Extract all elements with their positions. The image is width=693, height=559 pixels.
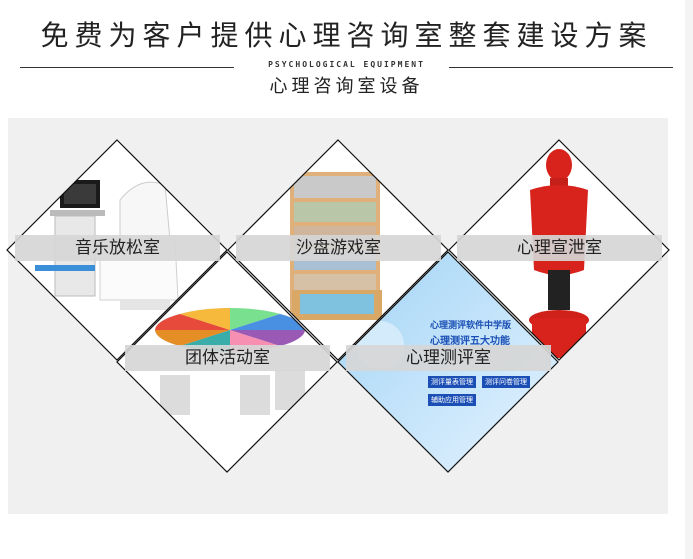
room-label-assessment[interactable]: 心理测评室 <box>346 345 551 371</box>
software-button-questionnaire: 测评问卷管理 <box>482 376 530 388</box>
room-label-sandplay[interactable]: 沙盘游戏室 <box>236 235 441 261</box>
room-label-group[interactable]: 团体活动室 <box>125 345 330 371</box>
software-button-scale: 测评量表管理 <box>428 376 476 388</box>
subtitle-chinese: 心理咨询室设备 <box>269 76 424 97</box>
software-title: 心理测评软件中学版 <box>430 321 512 331</box>
software-button-assist: 辅助应用管理 <box>428 394 476 406</box>
right-edge <box>685 0 693 559</box>
software-functions: 心理测评五大功能 <box>430 336 510 347</box>
subtitle-english: PSYCHOLOGICAL EQUIPMENT <box>268 60 425 69</box>
page-title: 免费为客户提供心理咨询室整套建设方案 <box>40 19 653 52</box>
divider-right <box>449 67 673 68</box>
divider-left <box>20 67 234 68</box>
room-label-venting[interactable]: 心理宣泄室 <box>457 235 662 261</box>
room-label-music[interactable]: 音乐放松室 <box>15 235 220 261</box>
